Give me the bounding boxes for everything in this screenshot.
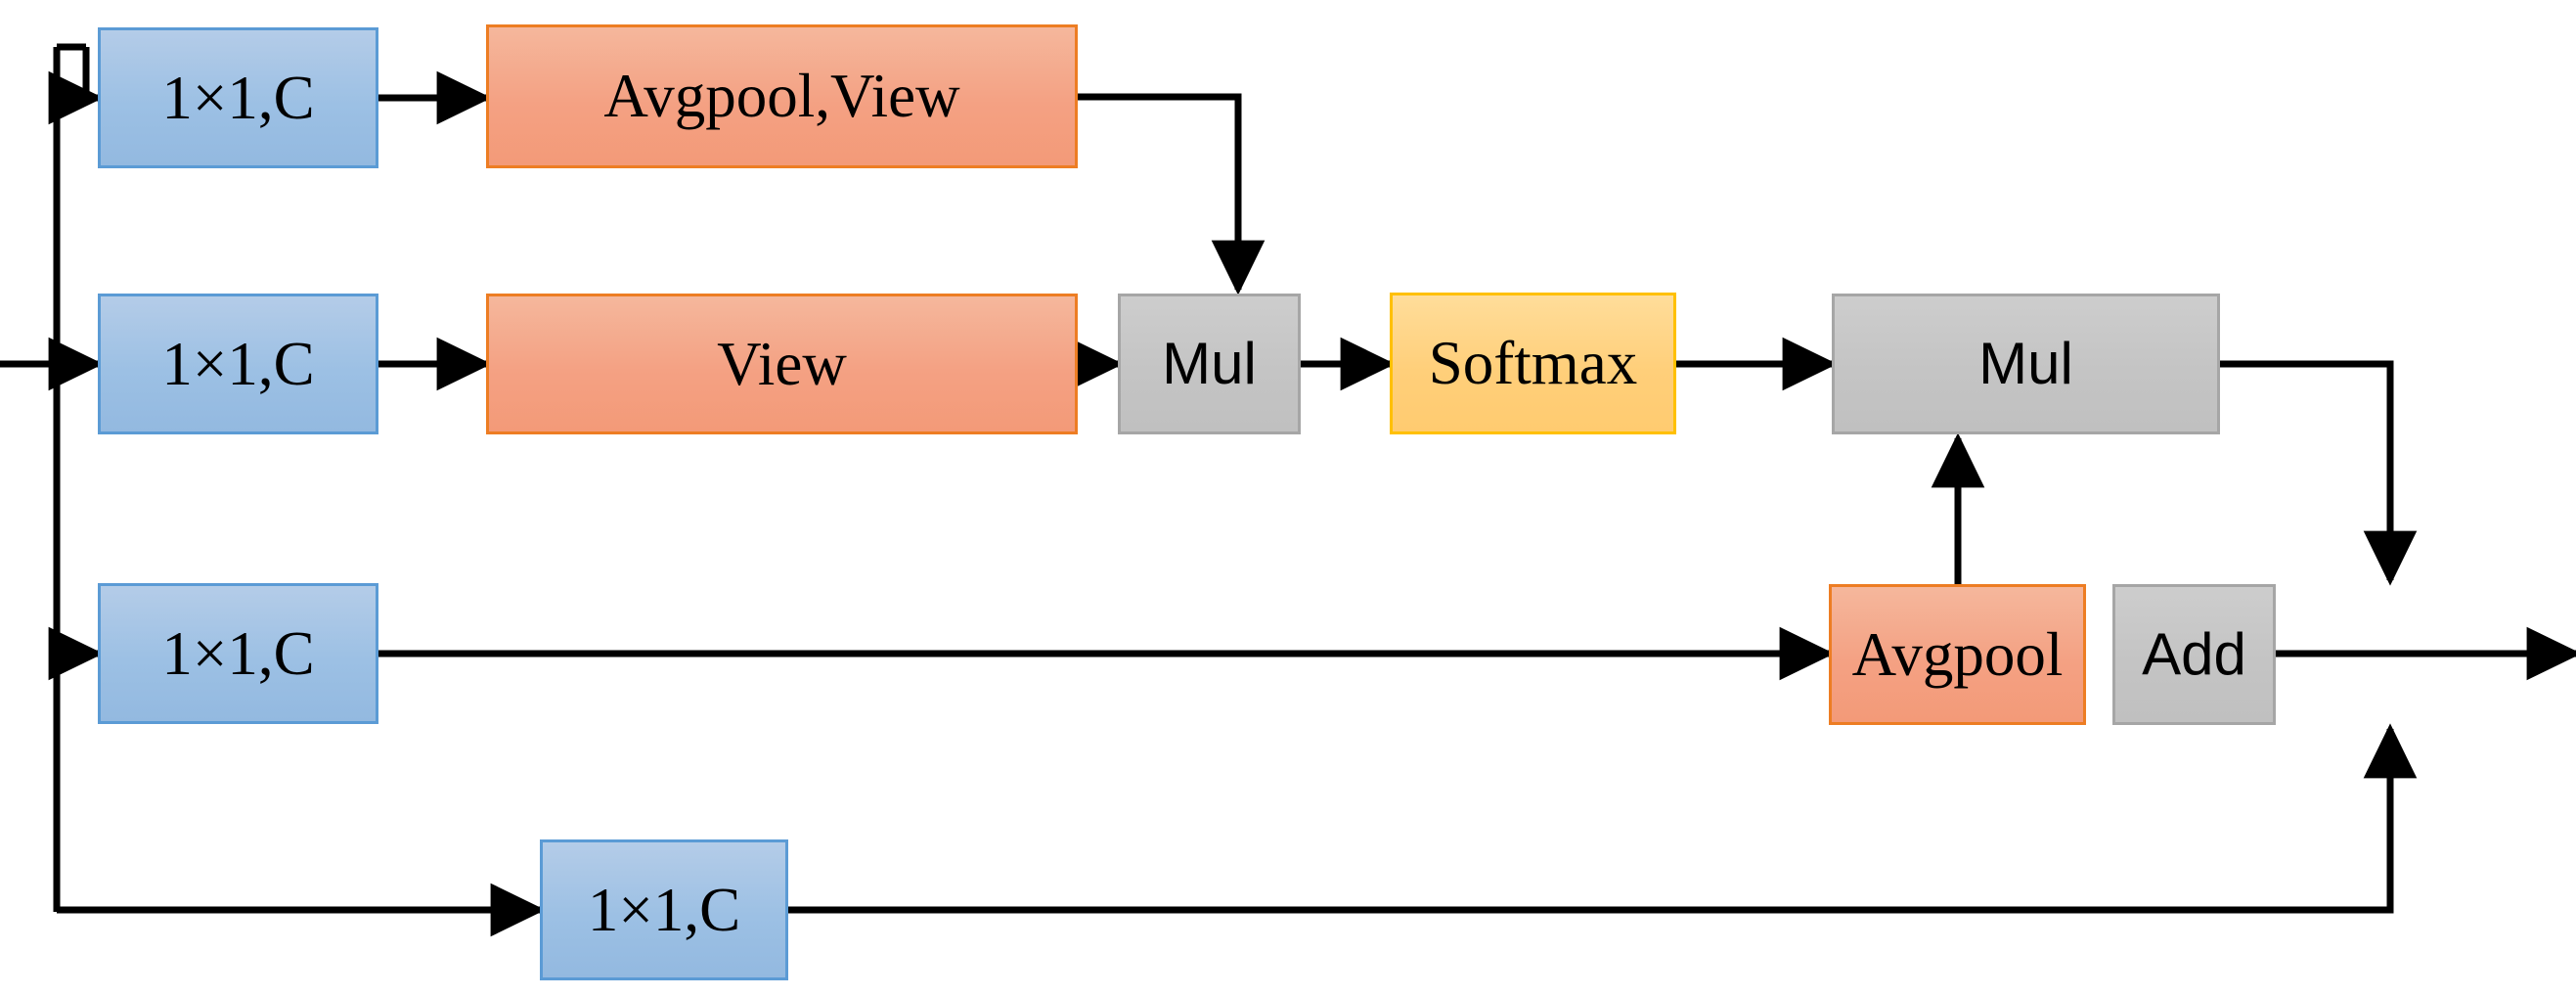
node-label: 1×1,C <box>161 618 315 688</box>
node-avgpool[interactable]: Avgpool <box>1829 584 2086 725</box>
node-label: Add <box>2142 621 2246 687</box>
edge-mul2-to-add <box>2220 360 2418 586</box>
node-conv-1x1-c-branch1[interactable]: 1×1,C <box>98 27 378 168</box>
edge-bus-to-conv1 <box>57 47 98 98</box>
node-label: Softmax <box>1428 329 1638 397</box>
node-label: Mul <box>1978 331 2073 396</box>
node-label: Avgpool,View <box>603 62 960 130</box>
node-conv-1x1-c-branch3[interactable]: 1×1,C <box>98 583 378 724</box>
node-conv-1x1-c-branch2[interactable]: 1×1,C <box>98 294 378 434</box>
node-view[interactable]: View <box>486 294 1078 434</box>
node-label: 1×1,C <box>587 875 741 944</box>
node-mul-2[interactable]: Mul <box>1832 294 2220 434</box>
node-softmax[interactable]: Softmax <box>1390 293 1676 434</box>
node-add[interactable]: Add <box>2112 584 2276 725</box>
node-conv-1x1-c-branch4[interactable]: 1×1,C <box>540 839 788 980</box>
edge-avgpoolview-to-mul1 <box>1078 93 1266 295</box>
node-label: Mul <box>1162 331 1257 396</box>
node-avgpool-view[interactable]: Avgpool,View <box>486 24 1078 168</box>
node-label: 1×1,C <box>161 329 315 398</box>
node-mul-1[interactable]: Mul <box>1118 294 1301 434</box>
node-label: View <box>717 329 847 398</box>
node-label: 1×1,C <box>161 63 315 132</box>
edge-conv4-to-add <box>788 723 2418 914</box>
node-label: Avgpool <box>1851 619 2064 689</box>
